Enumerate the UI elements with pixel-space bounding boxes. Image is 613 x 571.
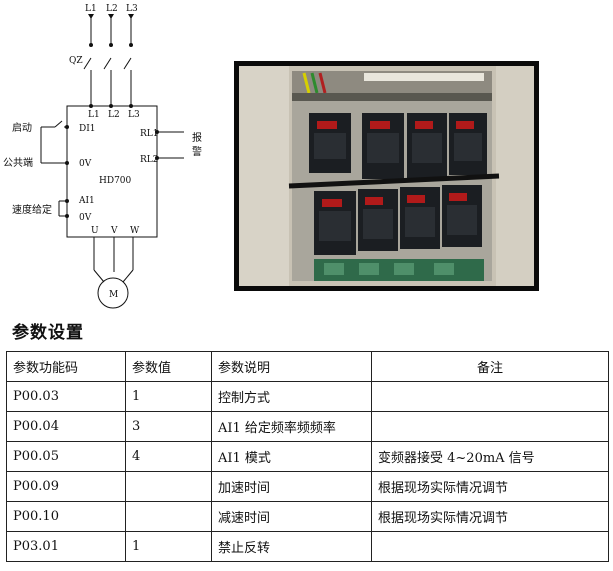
param-note <box>371 381 609 412</box>
section-title: 参数设置 <box>12 323 84 343</box>
param-code: P00.04 <box>6 411 126 442</box>
param-value: 3 <box>125 411 212 442</box>
terminal-di1: DI1 <box>79 124 96 134</box>
terminal-0v: 0V <box>79 213 92 223</box>
phase-label: L1 <box>85 4 97 14</box>
relay-terminal-rl1: RL1 <box>140 129 158 139</box>
output-terminal-w: W <box>130 226 140 236</box>
param-description: 禁止反转 <box>211 531 372 562</box>
param-code: P00.09 <box>6 471 126 502</box>
terminal-0v: 0V <box>79 159 92 169</box>
param-code: P00.10 <box>6 501 126 532</box>
input-terminal-label: L3 <box>128 110 140 120</box>
alarm-label: 警 <box>192 145 202 158</box>
param-note <box>371 531 609 562</box>
param-description: 加速时间 <box>211 471 372 502</box>
relay-terminal-rl2: RL2 <box>140 155 158 165</box>
alarm-label: 报 <box>192 131 202 144</box>
motor-symbol <box>97 277 129 309</box>
phase-label: L2 <box>106 4 118 14</box>
param-value: 4 <box>125 441 212 472</box>
speed-label: 速度给定 <box>12 203 52 216</box>
output-terminal-v: V <box>110 226 118 236</box>
param-note: 根据现场实际情况调节 <box>371 471 609 502</box>
param-note: 根据现场实际情况调节 <box>371 501 609 532</box>
param-code: P00.03 <box>6 381 126 412</box>
param-value: 1 <box>125 531 212 562</box>
column-header: 参数说明 <box>211 351 372 382</box>
table-row: P00.10 减速时间 根据现场实际情况调节 <box>6 501 609 532</box>
param-description: 控制方式 <box>211 381 372 412</box>
param-value <box>125 471 212 502</box>
column-header: 参数值 <box>125 351 212 382</box>
terminal-ai1: AI1 <box>78 196 95 206</box>
param-code: P00.05 <box>6 441 126 472</box>
table-row: P00.05 4 AI1 模式 变频器接受 4~20mA 信号 <box>6 441 609 472</box>
output-terminal-u: U <box>91 226 99 236</box>
param-description: 减速时间 <box>211 501 372 532</box>
inverter-cabinet-photo <box>234 61 539 291</box>
common-label: 公共端 <box>3 156 33 169</box>
breaker-label: QZ <box>69 56 83 66</box>
param-description: AI1 模式 <box>211 441 372 472</box>
motor-label: M <box>109 290 118 300</box>
table-header-row: 参数功能码 参数值 参数说明 备注 <box>6 351 609 382</box>
column-header: 备注 <box>371 351 609 382</box>
param-value <box>125 501 212 532</box>
parameter-table: 参数功能码 参数值 参数说明 备注 P00.03 1 控制方式 P00.04 3… <box>6 351 609 562</box>
param-note <box>371 411 609 442</box>
table-row: P00.04 3 AI1 给定频率频频率 <box>6 411 609 442</box>
start-label: 启动 <box>12 121 32 134</box>
column-header: 参数功能码 <box>6 351 126 382</box>
param-description: AI1 给定频率频频率 <box>211 411 372 442</box>
param-note: 变频器接受 4~20mA 信号 <box>371 441 609 472</box>
table-row: P00.03 1 控制方式 <box>6 381 609 412</box>
wiring-diagram: L1 L2 L3 QZ L1 L2 L3 启动 公共端 速度给定 DI1 0V … <box>3 4 202 309</box>
table-row: P03.01 1 禁止反转 <box>6 531 609 562</box>
drive-model-label: HD700 <box>99 176 132 186</box>
phase-label: L3 <box>126 4 138 14</box>
param-code: P03.01 <box>6 531 126 562</box>
table-row: P00.09 加速时间 根据现场实际情况调节 <box>6 471 609 502</box>
param-value: 1 <box>125 381 212 412</box>
input-terminal-label: L2 <box>108 110 120 120</box>
input-terminal-label: L1 <box>88 110 100 120</box>
